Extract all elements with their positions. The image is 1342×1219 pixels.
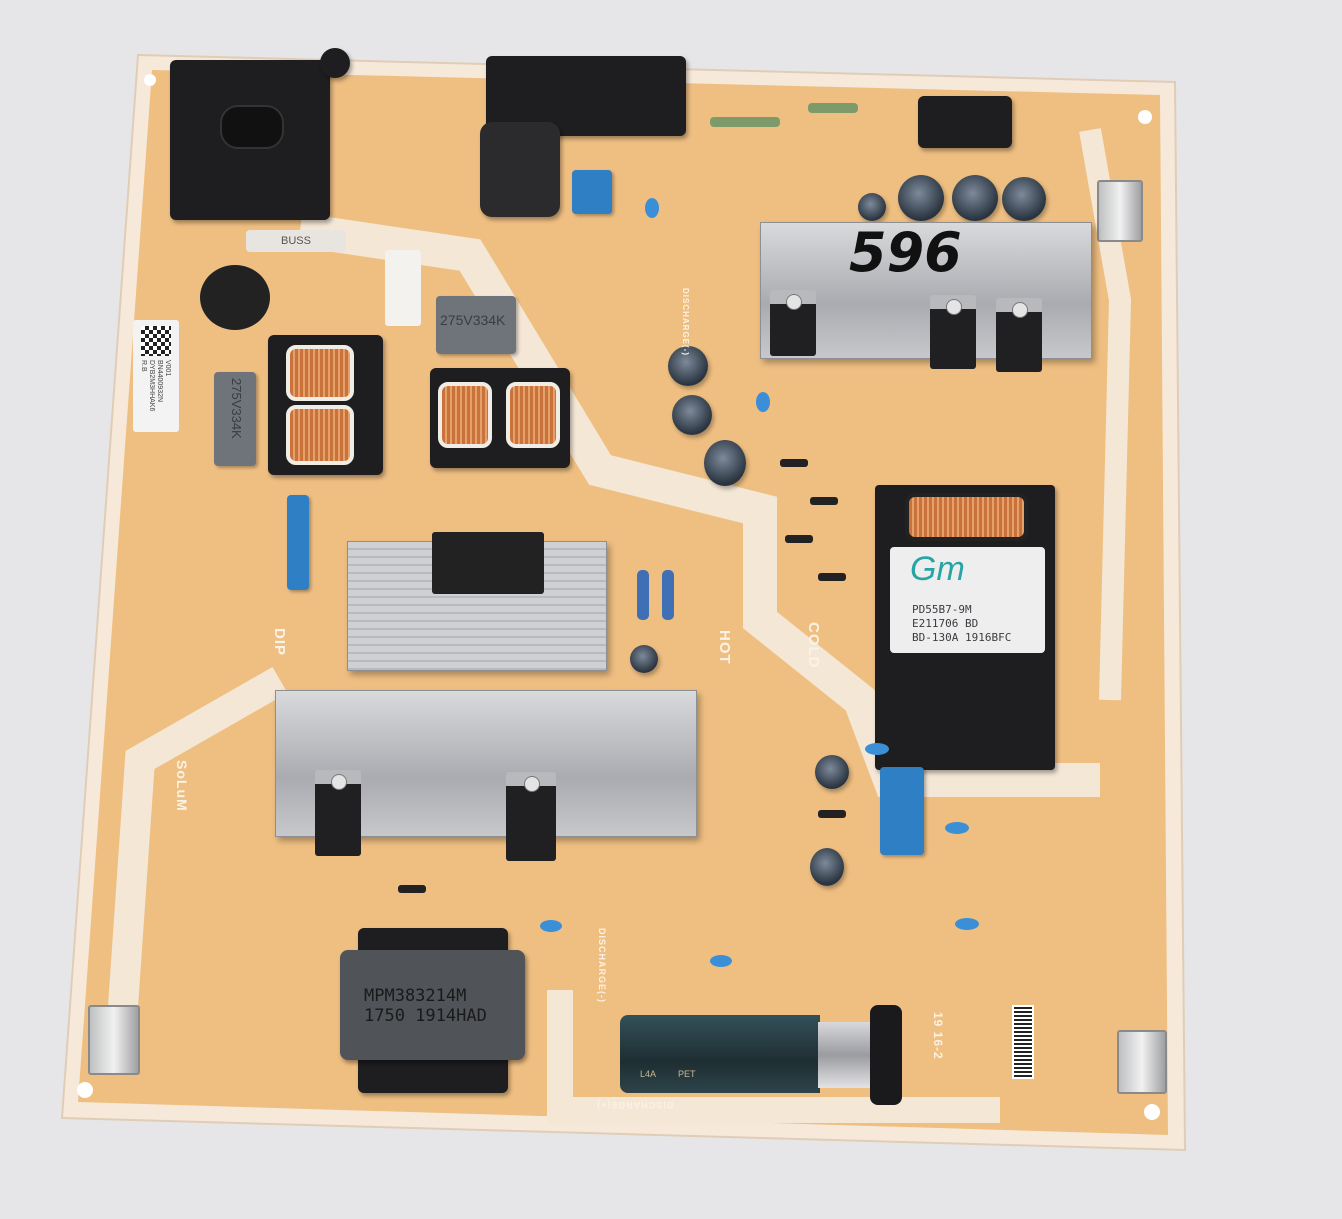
dip-label: DIP: [271, 628, 288, 657]
discharge-top-label: DISCHARGE(-): [681, 288, 690, 356]
bulk-capacitor-sleeve: [818, 1022, 878, 1088]
bridge-rectifier: [432, 532, 544, 594]
ceramic-capacitor: [540, 920, 562, 932]
qr-label: V001 BN4400932N DYB2M3HHAK6 R.B: [133, 320, 179, 432]
ceramic-capacitor: [955, 918, 979, 930]
ceramic-capacitor: [945, 822, 969, 834]
ac-socket: [220, 105, 284, 149]
barcode-label: [1012, 1005, 1034, 1079]
discharge-plus-label: DISCHARGE(+): [596, 1100, 674, 1110]
bulk-capacitor-clamp: [870, 1005, 902, 1105]
blue-capacitor: [572, 170, 612, 214]
qr-label-line: DYB2M3HHAK6: [148, 360, 155, 412]
diode: [796, 497, 852, 505]
ceramic-capacitor: [865, 743, 889, 755]
qr-label-line: BN4400932N: [156, 360, 163, 403]
brand-silkscreen: SoLuM: [174, 760, 190, 812]
resistor: [808, 103, 858, 113]
mosfet: [930, 295, 976, 369]
mosfet: [506, 772, 556, 861]
blue-capacitor: [880, 767, 924, 855]
qr-label-line: R.B: [140, 360, 147, 372]
electrolytic-capacitor: [898, 175, 944, 221]
cold-side-label: COLD: [805, 622, 822, 669]
main-transformer: Gm PD55B7-9M E211706 BD BD-130A 1916BFC: [875, 485, 1055, 770]
mount-hole: [144, 74, 156, 86]
transformer-part-number: PD55B7-9M: [912, 603, 972, 616]
standby-transformer-part-number: MPM383214M: [364, 986, 467, 1006]
standby-transformer-core: MPM383214M 1750 1914HAD: [340, 950, 525, 1060]
electrolytic-capacitor: [630, 645, 658, 673]
date-code-silkscreen: 19 16-2: [931, 1012, 945, 1060]
diode: [804, 810, 860, 818]
diode: [766, 459, 822, 467]
blue-capacitor: [287, 495, 309, 590]
electrolytic-capacitor: [672, 395, 712, 435]
electrolytic-capacitor: [704, 440, 746, 486]
resistor: [637, 570, 649, 620]
choke-winding: [286, 405, 354, 465]
resistor: [662, 570, 674, 620]
hot-side-label: HOT: [716, 630, 733, 665]
transformer-winding: [905, 493, 1028, 541]
common-mode-choke: [268, 335, 383, 475]
small-connector[interactable]: [918, 96, 1012, 148]
qr-code: [141, 326, 171, 356]
bulk-capacitor-marking: L4A PET: [640, 1069, 696, 1079]
varistor: [200, 265, 270, 330]
ceramic-capacitor: [756, 392, 770, 412]
mosfet: [770, 290, 816, 356]
marker-scribble: Gm: [910, 550, 965, 588]
qr-label-line: V001: [164, 360, 171, 377]
transformer-code: E211706 BD: [912, 617, 979, 630]
ground-clip: [88, 1005, 140, 1075]
x-capacitor: 275V334K: [436, 296, 516, 354]
ground-clip: [1097, 180, 1143, 242]
x-capacitor-marking: 275V334K: [440, 312, 506, 328]
common-mode-choke: [430, 368, 570, 468]
thermistor: [385, 250, 421, 326]
ac-inlet-connector[interactable]: [170, 60, 330, 220]
ground-clip: [1117, 1030, 1167, 1094]
electrolytic-capacitor: [1002, 177, 1046, 221]
x-capacitor-marking: 275V334K: [229, 378, 244, 439]
electrolytic-capacitor: [858, 193, 886, 221]
diode: [384, 885, 440, 893]
mount-hole: [77, 1082, 93, 1098]
ceramic-capacitor: [710, 955, 732, 967]
transformer-date-code: BD-130A 1916BFC: [912, 631, 1012, 644]
ceramic-capacitor: [645, 198, 659, 218]
bulk-electrolytic-capacitor: L4A PET: [620, 1015, 820, 1093]
transformer-label: Gm PD55B7-9M E211706 BD BD-130A 1916BFC: [890, 547, 1045, 653]
mount-hole: [1138, 110, 1152, 124]
mosfet: [315, 770, 361, 856]
inlet-latch: [320, 48, 350, 78]
resistor: [710, 117, 780, 127]
choke-winding: [506, 382, 560, 448]
diode: [771, 535, 827, 543]
inductor: [480, 122, 560, 217]
choke-winding: [286, 345, 354, 401]
standby-transformer-date-code: 1750 1914HAD: [364, 1006, 487, 1026]
electrolytic-capacitor: [668, 346, 708, 386]
electrolytic-capacitor: [952, 175, 998, 221]
electrolytic-capacitor: [815, 755, 849, 789]
mosfet: [996, 298, 1042, 372]
diode: [804, 573, 860, 581]
mount-hole: [1144, 1104, 1160, 1120]
handwritten-number: 596: [849, 221, 962, 284]
x-capacitor: 275V334K: [214, 372, 256, 466]
discharge-minus-label: DISCHARGE(-): [597, 928, 607, 1003]
fuse: BUSS: [246, 230, 346, 252]
electrolytic-capacitor: [810, 848, 844, 886]
fuse-label: BUSS: [281, 235, 311, 247]
choke-winding: [438, 382, 492, 448]
